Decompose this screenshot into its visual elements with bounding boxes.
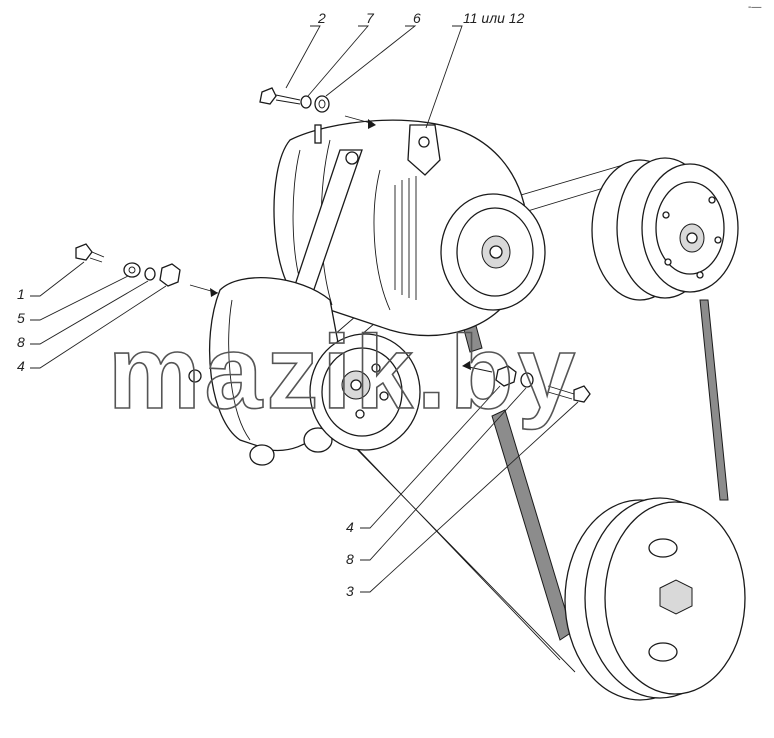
- callout-3: 3: [346, 583, 354, 599]
- callout-7: 7: [366, 10, 375, 26]
- callout-labels: 2 7 6 11 или 12 1 5 8 4 4 8 3: [17, 10, 525, 599]
- leader-lines: [30, 25, 579, 593]
- callout-6: 6: [413, 10, 421, 26]
- callout-5: 5: [17, 310, 25, 326]
- callout-8-left: 8: [17, 334, 25, 350]
- tensioner-pulley: [309, 333, 421, 451]
- callout-2: 2: [317, 10, 326, 26]
- callout-11: 11 или 12: [463, 10, 525, 26]
- corner-mark: -—: [748, 2, 761, 13]
- crankshaft-pulley: [564, 497, 746, 701]
- callout-4-right: 4: [346, 519, 354, 535]
- fasteners-left: [75, 243, 219, 297]
- fasteners-right: [462, 361, 591, 403]
- callout-1: 1: [17, 286, 25, 302]
- callout-8-right: 8: [346, 551, 354, 567]
- fan-hub-pulley: [591, 157, 739, 301]
- watermark: mazik.by: [108, 315, 579, 431]
- generator-pulley: [440, 193, 546, 311]
- fasteners-top: [259, 87, 330, 113]
- callout-4-left: 4: [17, 358, 25, 374]
